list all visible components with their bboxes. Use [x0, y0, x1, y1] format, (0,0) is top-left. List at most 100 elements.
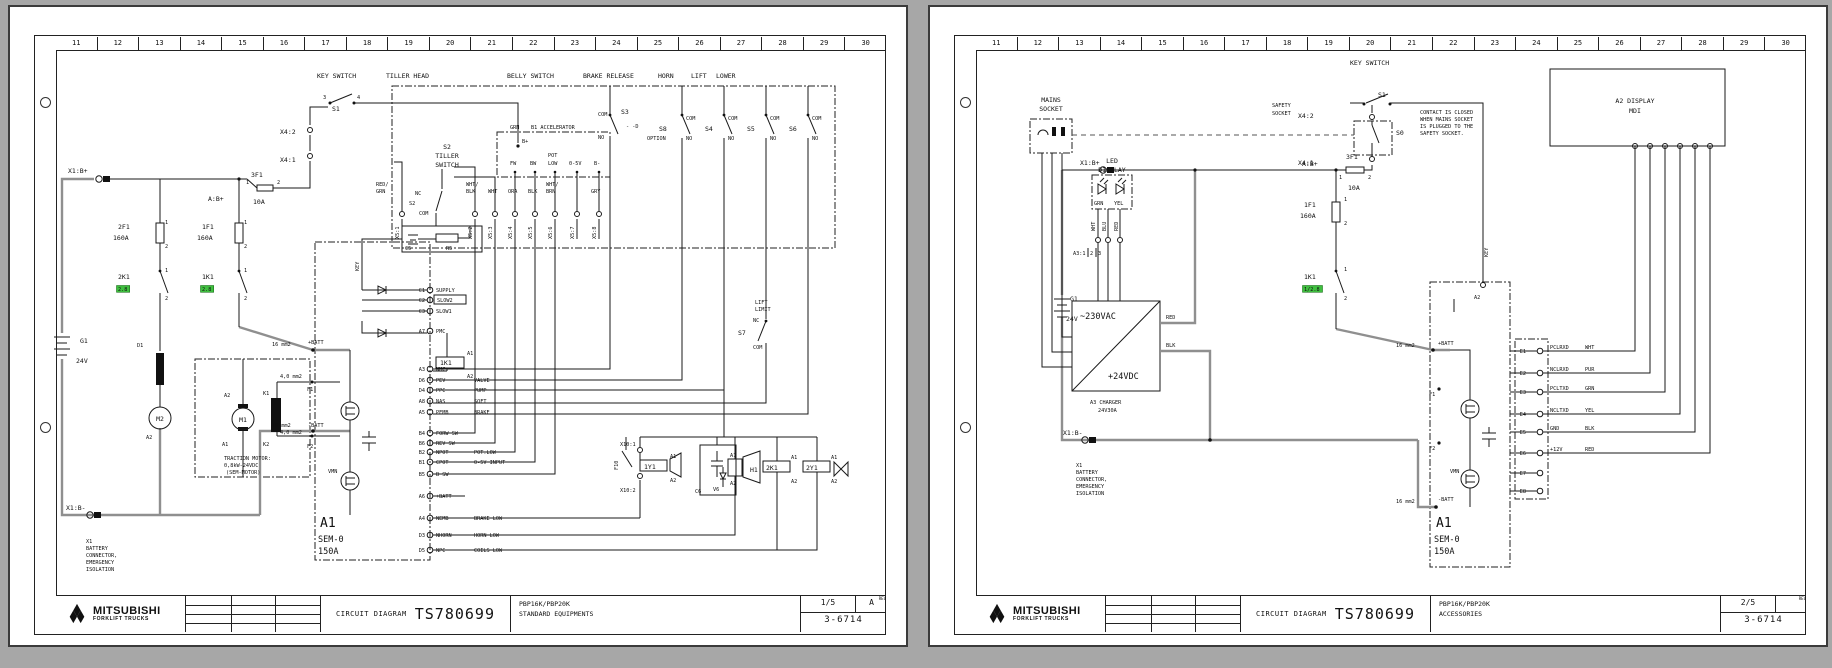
schematic-label: 0-5V [569, 161, 582, 167]
binder-hole [960, 97, 971, 108]
schematic-label: 3 [323, 95, 326, 101]
schematic-label: NO [728, 136, 734, 142]
schematic-label: X5:8 [592, 227, 598, 240]
schematic-label: WHEN MAINS SOCKET [1420, 117, 1473, 123]
schematic-label: X4:2 [280, 128, 296, 136]
schematic-label: 16 mm2 [272, 342, 291, 348]
schematic-label: X4:1 [1298, 159, 1314, 167]
schematic-label: 2K1 [766, 464, 778, 472]
schematic-label: F10 [614, 461, 620, 470]
schematic-label: 160A [197, 234, 213, 242]
schematic-label: B1 [419, 460, 425, 466]
schematic-label: E1 [1520, 349, 1526, 355]
schematic-label: M2 [156, 415, 164, 423]
ruler-cell: 24 [595, 37, 637, 50]
schematic-label: COM [686, 116, 695, 122]
schematic-label: A2 DISPLAY [1615, 97, 1654, 105]
schematic-label: COM [753, 345, 762, 351]
schematic-label: B+ [522, 139, 528, 145]
ruler-cell: 18 [1265, 37, 1308, 50]
schematic-label: -BATT [308, 423, 324, 429]
schematic-label: NO [770, 136, 776, 142]
schematic-label: A7 [419, 329, 425, 335]
schematic-label: 2K1 [118, 273, 130, 281]
sheet-number: 2/5 [1740, 598, 1756, 607]
schematic-label: X1:B+ [1080, 159, 1100, 167]
schematic-label: A1 [1436, 516, 1452, 531]
model-cell: PBP16K/PBP20K ACCESSORIES [1430, 596, 1720, 632]
schematic-label: A4 [419, 516, 425, 522]
schematic-label: 10A [253, 198, 265, 206]
schematic-label: PEMB [436, 410, 449, 416]
ruler-cell: 11 [72, 39, 81, 47]
sheet-subtitle: ACCESSORIES [1439, 609, 1483, 618]
schematic-label: 2.8 [118, 287, 127, 293]
schematic-label: NPC [436, 548, 445, 554]
ruler-cell: 19 [387, 37, 429, 50]
schematic-label: E3 [1520, 390, 1526, 396]
revision-grid [185, 596, 320, 632]
schematic-label: E8 [1520, 489, 1526, 495]
schematic-label: X5:7 [570, 227, 576, 240]
ruler-cell: 21 [470, 37, 512, 50]
schematic-label: BATTERY [1076, 470, 1099, 476]
schematic-label: B SW [436, 472, 449, 478]
schematic-label: B2 [419, 450, 425, 456]
schematic-label: 16 mm2 [272, 423, 291, 429]
schematic-label: A2 [467, 374, 473, 380]
schematic-label: SOFT [474, 399, 487, 405]
schematic-label: LOW [548, 161, 558, 167]
binder-hole [40, 97, 51, 108]
schematic-label: D3 [419, 533, 425, 539]
schematic-label: X5:6 [548, 227, 554, 240]
schematic-label: GRN [510, 125, 519, 131]
ruler-cell: 24 [1515, 37, 1557, 50]
schematic-label: K1 [263, 391, 269, 397]
schematic-label: A3 [419, 367, 425, 373]
ruler-cell: 11 [992, 39, 1001, 47]
ruler-cell: 17 [304, 37, 346, 50]
schematic-label: A2 [831, 479, 837, 485]
ruler-cell: 30 [844, 37, 886, 50]
schematic-label: BLK [528, 189, 538, 195]
schematic-label: MDI [1629, 107, 1641, 115]
schematic-label: B6 [419, 441, 425, 447]
schematic-label: KEY [1484, 247, 1490, 257]
cross-reference-badge [200, 285, 214, 293]
schematic-label: NHORN [436, 533, 452, 539]
ruler-cell: 29 [1722, 37, 1765, 50]
cross-reference-badge [116, 285, 130, 293]
schematic-label: F2 [1429, 446, 1435, 452]
schematic-label: BELLY SWITCH [507, 72, 554, 80]
schematic-label: ISOLATION [86, 567, 114, 573]
schematic-label: SEM-0 [1434, 535, 1460, 545]
schematic-label: 1 [165, 268, 168, 274]
schematic-label: SEM-0 [318, 535, 344, 545]
schematic-label: 2F1 [118, 223, 130, 231]
schematic-label: 1F1 [1304, 201, 1316, 209]
ruler-cell: 20 [1348, 37, 1391, 50]
schematic-label: +BATT [308, 340, 324, 346]
controller-pin [426, 439, 434, 447]
brand-name: MITSUBISHI [1013, 605, 1081, 617]
ruler-cell: 25 [1556, 37, 1599, 50]
schematic-label: E6 [1520, 451, 1526, 457]
schematic-label: 3F1 [1346, 153, 1358, 161]
schematic-label: S1 [332, 105, 340, 113]
schematic-label: RED [1166, 315, 1175, 321]
controller-pin [426, 397, 434, 405]
controller-pin [426, 408, 434, 416]
schematic-label: YEL [1585, 408, 1594, 414]
controller-pin [426, 531, 434, 539]
schematic-label: 1K1 [202, 273, 214, 281]
schematic-label: A3:1 [1073, 251, 1086, 257]
schematic-label: NCLRXD [1550, 367, 1569, 373]
schematic-label: B1 ACCELERATOR [531, 125, 576, 131]
ruler-cell: 27 [719, 37, 762, 50]
ruler-cell: 15 [221, 37, 263, 50]
doc-number: TS780699 [414, 605, 495, 623]
